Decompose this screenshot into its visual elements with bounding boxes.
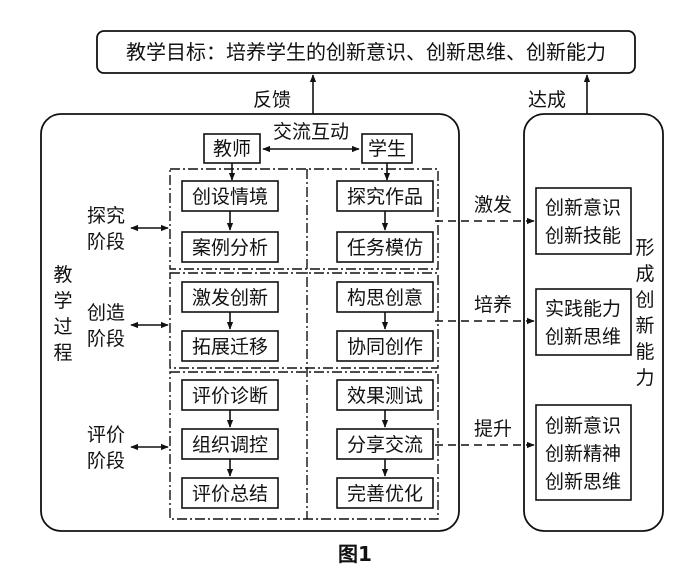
stage-3-name-line-2: 阶段 (87, 450, 125, 472)
stage-3-outcome-1: 创新意识 (545, 415, 621, 437)
teacher-box (203, 133, 261, 164)
stage-1-outcome-box (535, 187, 632, 255)
figure-caption: 图1 (338, 542, 372, 566)
formation-label-char-5: 能 (635, 341, 654, 363)
stage-3-frame (169, 371, 439, 520)
stage-1-name-line-2: 阶段 (87, 231, 125, 253)
process-label-char-4: 程 (53, 342, 72, 364)
stage-1-outcome-2: 创新技能 (545, 225, 621, 247)
formation-label-char-3: 创 (635, 289, 654, 311)
stage-1-student-step-1-box (336, 180, 434, 212)
stage-3-teacher-step-1: 评价诊断 (192, 385, 268, 407)
stage-1-frame (169, 168, 439, 270)
stage-2-teacher-step-2: 拓展迁移 (192, 336, 268, 358)
formation-label-char-2: 成 (635, 263, 654, 285)
stage-1-teacher-step-2-box (181, 231, 279, 263)
stage-3-outcome-2: 创新精神 (545, 443, 621, 465)
stage-2-student-step-1: 构思创意 (347, 287, 423, 309)
formation-label-char-4: 新 (635, 315, 654, 337)
goal-text: 教学目标：培养学生的创新意识、创新思维、创新能力 (126, 40, 606, 64)
stage-3-outcome-3: 创新思维 (545, 471, 621, 493)
stage-3-outcome-box (535, 404, 632, 501)
stage-2-name-line-2: 阶段 (87, 328, 125, 350)
process-label-char-1: 教 (53, 264, 72, 286)
stage-2-outcome-2: 创新思维 (545, 326, 621, 348)
goal-box (96, 30, 636, 74)
stage-3-teacher-step-2: 组织调控 (192, 434, 268, 456)
feedback-label: 反馈 (253, 89, 291, 111)
stage-1-name-line-1: 探究 (87, 205, 125, 227)
interaction-label: 交流互动 (273, 121, 349, 143)
teacher-label: 教师 (213, 138, 251, 160)
stage-3-student-step-3-box (336, 477, 434, 509)
stage-2-outcome-box (535, 288, 632, 356)
stage-3-student-step-1: 效果测试 (347, 385, 423, 407)
stage-2-student-step-2-box (336, 330, 434, 362)
stage-3-effect-label: 提升 (474, 418, 512, 440)
stage-1-effect-label: 激发 (474, 194, 512, 216)
stage-3-teacher-step-3: 评价总结 (192, 483, 268, 505)
stage-3-teacher-step-3-box (181, 477, 279, 509)
stage-3-student-step-1-box (336, 379, 434, 411)
formation-label-char-6: 力 (635, 367, 654, 389)
stage-1-teacher-step-1: 创设情境 (192, 186, 268, 208)
stage-3-student-step-2: 分享交流 (347, 434, 423, 456)
stage-2-student-step-1-box (336, 281, 434, 313)
process-label-char-2: 学 (53, 290, 72, 312)
stage-2-name-line-1: 创造 (87, 302, 125, 324)
stage-2-outcome-1: 实践能力 (545, 298, 621, 320)
stage-1-teacher-step-2: 案例分析 (192, 237, 268, 259)
stage-1-student-step-2-box (336, 231, 434, 263)
achieve-label: 达成 (528, 89, 566, 111)
formation-label-char-1: 形 (635, 237, 654, 259)
stage-2-teacher-step-2-box (181, 330, 279, 362)
process-container (40, 113, 460, 532)
process-label-char-3: 过 (53, 316, 72, 338)
stage-3-student-step-2-box (336, 428, 434, 460)
stage-3-name-line-1: 评价 (87, 424, 125, 446)
stage-1-student-step-1: 探究作品 (347, 186, 423, 208)
stage-3-student-step-3: 完善优化 (347, 483, 423, 505)
student-box (361, 133, 413, 164)
student-label: 学生 (368, 138, 406, 160)
stage-2-teacher-step-1: 激发创新 (192, 287, 268, 309)
stage-2-student-step-2: 协同创作 (347, 336, 423, 358)
stage-3-teacher-step-1-box (181, 379, 279, 411)
stage-2-effect-label: 培养 (474, 294, 512, 316)
stage-1-outcome-1: 创新意识 (545, 197, 621, 219)
stage-1-student-step-2: 任务模仿 (347, 237, 423, 259)
stage-3-teacher-step-2-box (181, 428, 279, 460)
